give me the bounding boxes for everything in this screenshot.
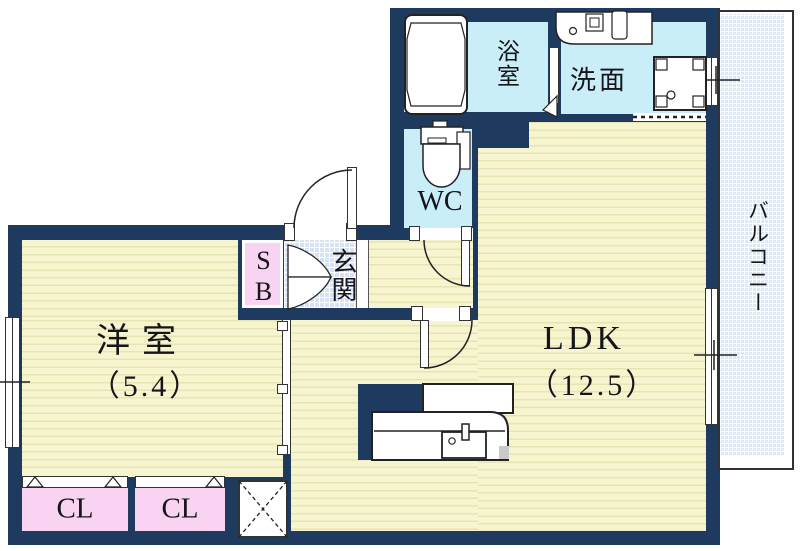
wc-door-opening xyxy=(411,228,473,240)
window-washroom xyxy=(704,57,718,106)
ldk-door-post-left xyxy=(411,306,423,321)
wc-door-post-right xyxy=(461,226,472,241)
label-balcony: バルコニー xyxy=(745,199,770,315)
ldk-door-post-right xyxy=(459,306,471,321)
entrance-door-swing-arc xyxy=(293,169,353,229)
room-ldk-floor-lower xyxy=(291,320,478,531)
label-ldk: LDK xyxy=(543,320,625,357)
closet-right-folding-door xyxy=(135,476,225,488)
label-washroom: 洗面 xyxy=(569,66,629,95)
label-western-room-size: （5.4） xyxy=(89,370,203,403)
label-closet-right: CL xyxy=(161,492,199,525)
label-ldk-size: （12.5） xyxy=(527,369,659,402)
window-ldk-balcony xyxy=(705,288,718,425)
wall-stub-below-bath xyxy=(472,112,529,148)
room-western-floor xyxy=(22,320,283,477)
pillar-shaft-box xyxy=(238,480,288,538)
partition-handle-middle xyxy=(277,384,288,394)
window-western-room xyxy=(5,317,20,448)
shoe-box-area xyxy=(242,240,283,308)
ldk-door-opening xyxy=(415,308,461,321)
wc-door-post-left xyxy=(409,226,420,241)
closet-left-area xyxy=(22,487,128,531)
partition-handle-top xyxy=(277,321,288,331)
partition-handle-bottom xyxy=(277,445,288,455)
label-western-room: 洋室 xyxy=(96,323,188,360)
hallway-floor xyxy=(354,240,473,308)
closet-left-folding-door xyxy=(22,476,128,488)
room-bath-floor xyxy=(404,22,548,112)
label-wc: WC xyxy=(417,186,463,217)
washroom-open-border xyxy=(633,113,706,121)
room-ldk-floor xyxy=(478,122,706,531)
label-shoe-box: SB xyxy=(249,246,278,308)
entrance-door-leaf xyxy=(347,167,357,229)
closet-right-area xyxy=(135,487,225,531)
ldk-door-leaf xyxy=(420,320,429,368)
label-closet-left: CL xyxy=(56,492,94,525)
entrance-door-post-left xyxy=(284,223,295,241)
label-bath: 浴室 xyxy=(493,39,519,89)
wc-door-leaf xyxy=(461,240,470,286)
bath-door xyxy=(549,47,559,104)
entrance-door-opening xyxy=(286,225,356,240)
entrance-step-edge xyxy=(356,240,369,308)
label-entrance: 玄関 xyxy=(328,248,357,304)
room-western-floor-upper xyxy=(22,240,238,320)
